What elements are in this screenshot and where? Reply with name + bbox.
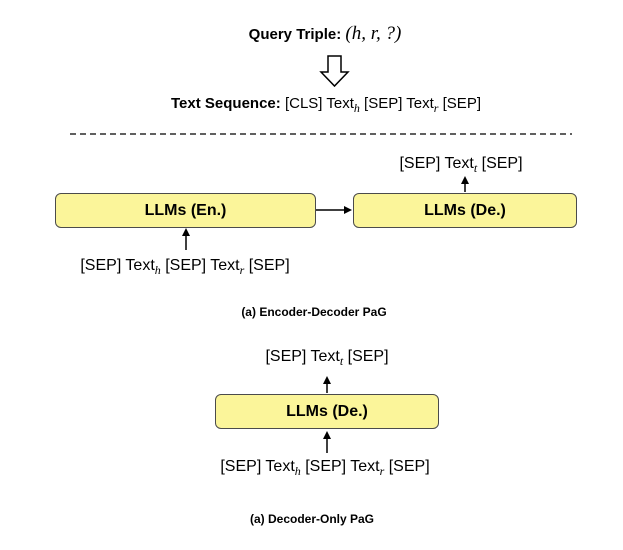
query-triple: Query Triple: (h, r, ?) xyxy=(249,23,402,45)
hollow-down-arrow-icon xyxy=(319,55,350,88)
decoder-box-label: LLMs (De.) xyxy=(424,201,506,219)
encoder-decoder-input-text: [SEP] Texth [SEP] Textr [SEP] xyxy=(80,257,290,277)
decoder-box: LLMs (De.) xyxy=(353,193,577,228)
encoder-box-label: LLMs (En.) xyxy=(144,201,227,219)
query-triple-label: Query Triple: xyxy=(248,26,342,43)
decoder-only-box-label: LLMs (De.) xyxy=(286,402,368,420)
text-sequence-label: Text Sequence: xyxy=(171,95,281,112)
decoder-only-caption: (a) Decoder-Only PaG xyxy=(249,512,375,526)
encoder-decoder-output-text: [SEP] Textt [SEP] xyxy=(399,155,523,175)
decoder-only-box: LLMs (De.) xyxy=(215,394,439,429)
text-sequence-suffix: [SEP] xyxy=(438,95,481,112)
text-sequence: Text Sequence: [CLS] Texth [SEP] Textr [… xyxy=(171,95,481,115)
encoder-box: LLMs (En.) xyxy=(55,193,316,228)
decoder-only-output-text: [SEP] Textt [SEP] xyxy=(265,348,389,368)
text-sequence-prefix: [CLS] Text xyxy=(284,95,354,112)
text-sequence-sub-r: r xyxy=(433,101,439,115)
text-sequence-mid: [SEP] Text xyxy=(359,95,434,112)
text-sequence-sub-h: h xyxy=(353,101,360,115)
encoder-decoder-caption: (a) Encoder-Decoder PaG xyxy=(241,305,387,319)
decoder-only-input-text: [SEP] Texth [SEP] Textr [SEP] xyxy=(220,458,430,478)
query-triple-value: (h, r, ?) xyxy=(345,23,402,44)
